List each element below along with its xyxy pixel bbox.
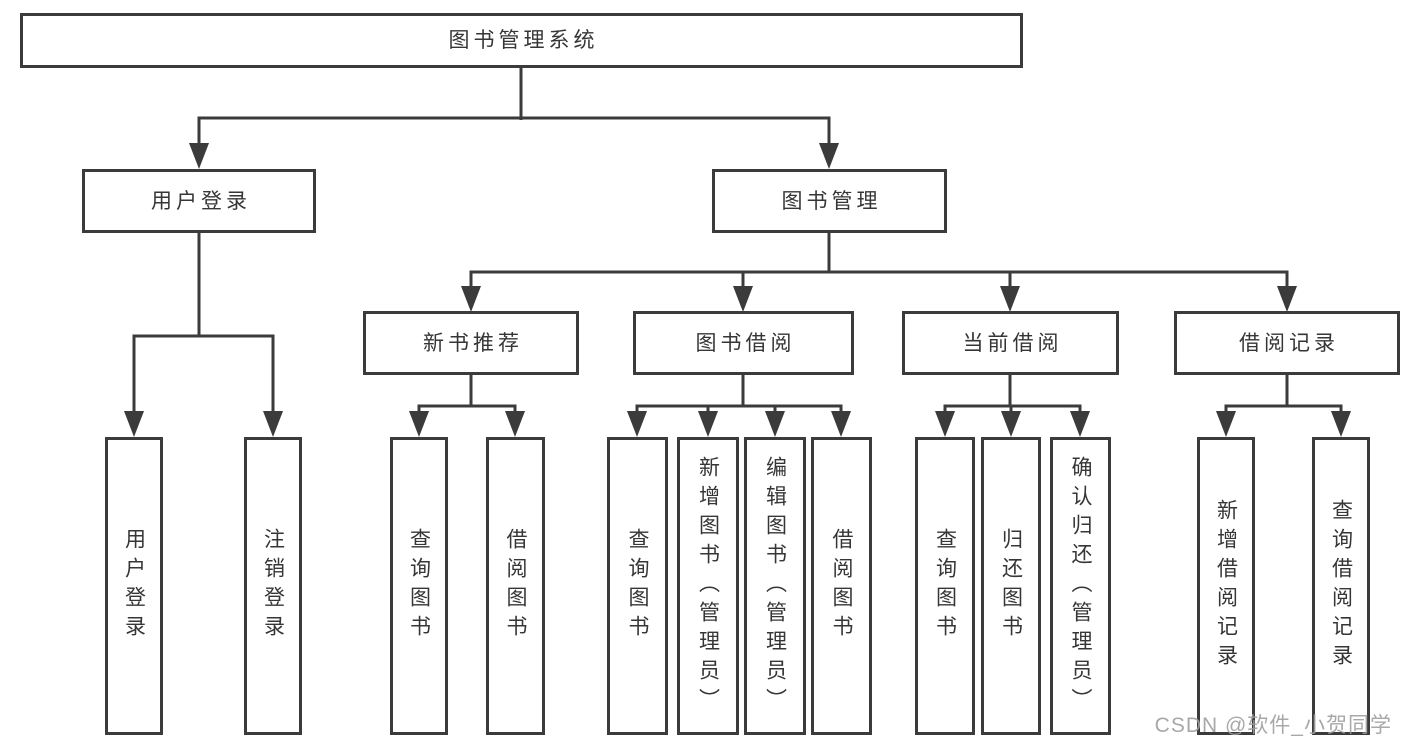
arrowhead-down-icon [698,411,718,437]
csdn-watermark: CSDN @软件_小贺同学 [1154,714,1392,737]
node-label: 注销登录 [261,528,285,644]
node-label: 查询图书 [626,528,649,644]
arrowhead-down-icon [627,411,647,437]
arrowhead-down-icon [461,286,481,312]
node-book-management: 图书管理 [712,169,947,233]
connector-level3-branch [469,270,1289,287]
node-label: 查询图书 [407,528,431,644]
arrowhead-down-icon [189,143,209,169]
node-user-login: 用户登录 [82,169,316,233]
node-query-books-current: 查询图书 [915,437,975,735]
arrowhead-down-icon [819,143,839,169]
node-label: 新增借阅记录 [1214,499,1238,673]
node-label: 借阅记录 [1239,331,1339,355]
node-borrow-books-action: 借阅图书 [811,437,872,735]
node-query-books-borrow: 查询图书 [607,437,668,735]
node-return-books: 归还图书 [981,437,1041,735]
node-user-login-action: 用户登录 [105,437,163,735]
arrowhead-down-icon [765,411,785,437]
connector-recommend-branch [417,404,517,412]
node-label: 归还图书 [999,528,1023,644]
node-query-books-recommend: 查询图书 [390,437,448,735]
node-label: 确认归还（管理员） [1069,455,1092,717]
node-label: 新书推荐 [423,331,523,355]
node-label: 用户登录 [151,189,251,213]
node-label: 当前借阅 [962,331,1063,355]
node-borrow-books-recommend: 借阅图书 [486,437,545,735]
node-logout-action: 注销登录 [244,437,302,735]
connector-level2-branch [197,116,831,144]
node-label: 借阅图书 [830,528,853,644]
arrowhead-down-icon [1001,411,1021,437]
node-label: 查询借阅记录 [1329,499,1353,673]
arrowhead-down-icon [1000,286,1020,312]
node-label: 图书借阅 [695,331,796,355]
arrowhead-down-icon [733,286,753,312]
node-label: 新增图书（管理员） [696,455,720,717]
arrowhead-down-icon [831,411,851,437]
node-query-borrow-record: 查询借阅记录 [1312,437,1370,735]
node-label: 用户登录 [122,528,146,644]
arrowhead-down-icon [1277,286,1297,312]
connector-records-branch [1224,404,1343,412]
arrowhead-down-icon [505,411,525,437]
node-library-management-system: 图书管理系统 [20,13,1023,68]
arrowhead-down-icon [263,411,283,437]
node-confirm-return-admin: 确认归还（管理员） [1050,437,1111,735]
node-label: 图书管理系统 [448,29,599,52]
arrowhead-down-icon [409,411,429,437]
node-label: 图书管理 [781,189,882,213]
arrowhead-down-icon [1216,411,1236,437]
arrowhead-down-icon [124,411,144,437]
node-label: 借阅图书 [504,528,527,644]
node-new-book-recommend: 新书推荐 [363,311,579,375]
arrowhead-down-icon [1070,411,1090,437]
connector-user-login-branch [132,334,275,412]
arrowheads [124,143,1351,437]
connector-borrow-branch [635,404,843,412]
node-edit-books-admin: 编辑图书（管理员） [744,437,806,735]
node-label: 查询图书 [933,528,957,644]
node-label: 编辑图书（管理员） [763,455,787,717]
arrowhead-down-icon [1331,411,1351,437]
connector-lines [132,68,1343,412]
node-add-borrow-record: 新增借阅记录 [1197,437,1255,735]
node-add-books-admin: 新增图书（管理员） [677,437,739,735]
node-borrow-records: 借阅记录 [1174,311,1400,375]
node-book-borrow: 图书借阅 [633,311,854,375]
arrowhead-down-icon [935,411,955,437]
node-current-borrow: 当前借阅 [902,311,1119,375]
